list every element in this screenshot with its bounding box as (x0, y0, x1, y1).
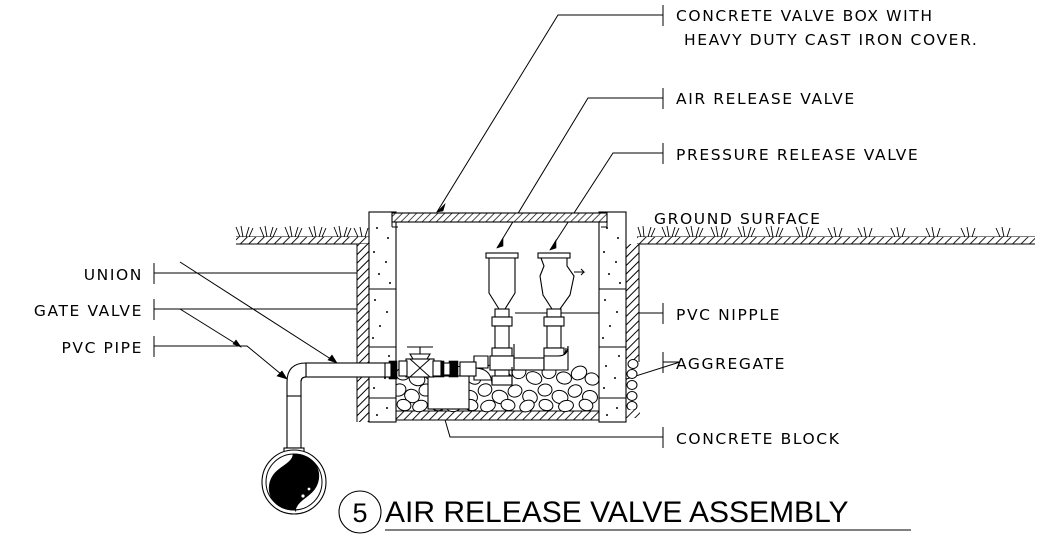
right-label-group: CONCRETE VALVE BOX WITH HEAVY DUTY CAST … (654, 7, 978, 448)
title-block: 5 AIR RELEASE VALVE ASSEMBLY (338, 490, 911, 534)
label-pvc-pipe: PVC PIPE (61, 339, 143, 357)
concrete-block (427, 375, 470, 410)
label-concrete-block: CONCRETE BLOCK (676, 430, 841, 448)
label-union: UNION (84, 266, 143, 284)
left-label-group: UNION GATE VALVE PVC PIPE (34, 266, 143, 357)
concrete-valve-box (368, 211, 627, 423)
pvc-pipe-run (261, 360, 398, 515)
label-pressure-release-valve: PRESSURE RELEASE VALVE (676, 146, 919, 164)
label-pvc-nipple: PVC NIPPLE (676, 306, 781, 324)
leader-lines-right (436, 5, 681, 448)
label-concrete-valve-box-line2: HEAVY DUTY CAST IRON COVER. (684, 31, 978, 49)
label-air-release-valve: AIR RELEASE VALVE (676, 90, 856, 108)
gate-valve (398, 346, 442, 378)
pressure-release-valve (537, 252, 586, 357)
label-concrete-valve-box-line1: CONCRETE VALVE BOX WITH (676, 7, 934, 25)
leader-lines-left (153, 261, 369, 380)
label-aggregate: AGGREGATE (676, 355, 786, 373)
label-ground-surface: GROUND SURFACE (654, 210, 822, 228)
ground-surface-right (625, 225, 1035, 362)
air-release-valve (485, 252, 519, 357)
label-gate-valve: GATE VALVE (34, 302, 143, 320)
detail-title: AIR RELEASE VALVE ASSEMBLY (385, 496, 849, 529)
detail-number: 5 (352, 498, 367, 528)
